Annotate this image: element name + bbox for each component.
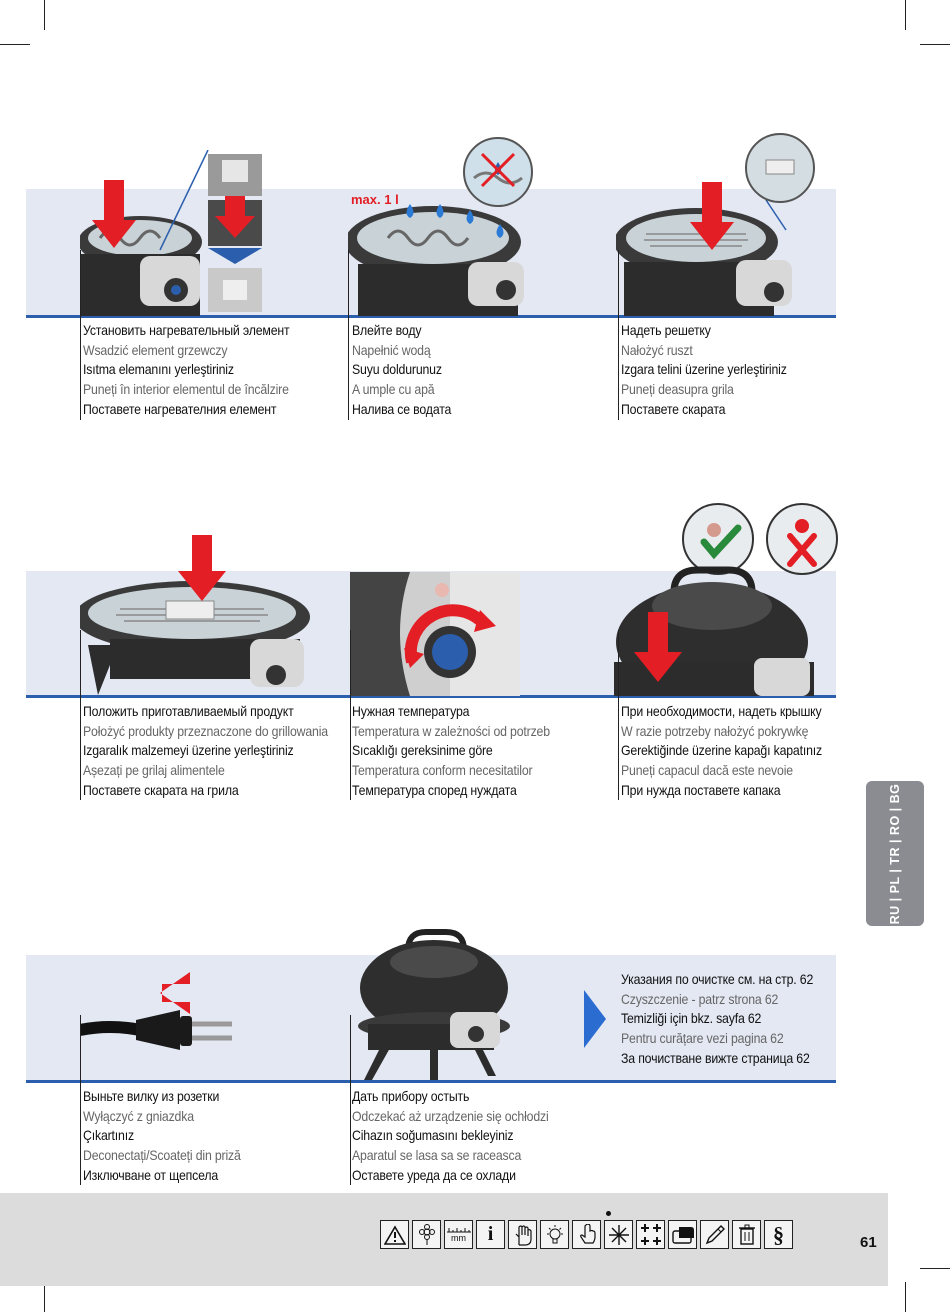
step-1-line-pl: Wsadzić element grzewczy (83, 341, 228, 358)
step-5-line-ru: Нужная температура (352, 703, 470, 719)
step-5-line-tr: Sıcaklığı gereksinime göre (352, 742, 493, 759)
step-9-line-pl: Czyszczenie - patrz strona 62 (621, 990, 779, 1007)
step-1-line-tr: Isıtma elemanını yerleştiriniz (83, 361, 234, 378)
fit-lid-illustration (614, 503, 838, 696)
step-2-line-bg: Налива се водата (352, 400, 452, 417)
info-text: i (487, 1223, 494, 1245)
step-4-line-ru: Положить приготавливаемый продукт (83, 703, 294, 719)
step-2-line-tr: Suyu doldurunuz (352, 361, 442, 378)
step-place-grill-rack: Надеть решетку Nałożyć ruszt Izgara teli… (621, 321, 891, 420)
fill-water-illustration (348, 137, 533, 316)
step-9-line-ro: Pentru curățare vezi pagina 62 (621, 1030, 784, 1047)
step-insert-heating-element: Установить нагревательный элемент Wsadzi… (83, 321, 353, 420)
step-6-line-tr: Gerektiğinde üzerine kapağı kapatınız (621, 742, 823, 759)
bin-icon (732, 1220, 761, 1249)
row-1-rule (26, 315, 836, 318)
step-6-line-ru: При необходимости, надеть крышку (621, 703, 822, 719)
place-grill-rack-illustration (616, 133, 815, 316)
footer-icon-strip: mm i § (380, 1220, 793, 1249)
step-3-line-bg: Поставете скарата (621, 400, 726, 417)
ruler-mm-icon: mm (444, 1220, 473, 1249)
step-6-line-pl: W razie potrzeby nałożyć pokrywkę (621, 722, 809, 739)
step-8-line-pl: Odczekać aż urządzenie się ochłodzi (352, 1107, 549, 1124)
step-8-line-bg: Оставете уреда да се охлади (352, 1166, 516, 1183)
step-3-line-tr: Izgara telini üzerine yerleştiriniz (621, 361, 787, 378)
step-6-line-bg: При нужда поставете капака (621, 781, 781, 798)
unplug-illustration (80, 972, 232, 1050)
finger-press-icon (572, 1220, 601, 1249)
cool-down-illustration (358, 929, 510, 1080)
language-side-tab-label: RU | PL | TR | RO | BG (888, 783, 902, 924)
step-1-line-ru: Установить нагревательный элемент (83, 322, 290, 338)
step-4-line-tr: Izgaralık malzemeyi üzerine yerleştirini… (83, 742, 294, 759)
paragraph-icon: § (764, 1220, 793, 1249)
step-5-line-bg: Температура според нуждата (352, 781, 517, 798)
step-3-line-pl: Nałożyć ruszt (621, 341, 693, 358)
lightbulb-icon (540, 1220, 569, 1249)
step-8-line-ro: Aparatul se lasa sa se raceasca (352, 1147, 522, 1164)
step-8-line-ru: Дать прибору остыть (352, 1088, 470, 1104)
insert-heating-element-illustration (80, 150, 262, 316)
step-cool-down: Дать прибору остыть Odczekać aż urządzen… (352, 1087, 622, 1186)
step-5-line-pl: Temperatura w zależności od potrzeb (352, 722, 550, 739)
ruler-mm-text: mm (451, 1232, 466, 1243)
set-temperature-illustration (350, 572, 520, 696)
step-2-line-ru: Влейте воду (352, 322, 422, 338)
flower-icon (412, 1220, 441, 1249)
pencil-icon (700, 1220, 729, 1249)
step-7-line-pl: Wyłączyć z gniazdka (83, 1107, 194, 1124)
step-2-line-pl: Napełnić wodą (352, 341, 431, 358)
max-water-label: max. 1 l (351, 192, 399, 207)
finger-dot (606, 1211, 611, 1216)
step-1-line-bg: Поставете нагревателния елемент (83, 400, 277, 417)
step-2-line-ro: A umple cu apă (352, 381, 435, 398)
step-9-line-ru: Указания по очистке см. на стр. 62 (621, 971, 814, 987)
hand-icon (508, 1220, 537, 1249)
step-9-line-bg: За почистване вижте страница 62 (621, 1049, 810, 1066)
warning-icon (380, 1220, 409, 1249)
step-fit-lid: При необходимости, надеть крышку W razie… (621, 702, 891, 801)
language-side-tab: RU | PL | TR | RO | BG (866, 781, 924, 926)
step-9-line-tr: Temizliği için bkz. sayfa 62 (621, 1010, 762, 1027)
pad-icon (668, 1220, 697, 1249)
step-unplug: Выньте вилку из розетки Wyłączyć z gniaz… (83, 1087, 353, 1186)
step-7-line-bg: Изключване от щепсела (83, 1166, 219, 1183)
paragraph-text: § (773, 1221, 784, 1247)
step-4-line-bg: Поставете скарата на грила (83, 781, 239, 798)
step-3-line-ru: Надеть решетку (621, 322, 711, 338)
star-burst-icon (604, 1220, 633, 1249)
step-4-line-pl: Położyć produkty przeznaczone do grillow… (83, 722, 328, 739)
step-place-food: Положить приготавливаемый продукт Położy… (83, 702, 353, 801)
place-food-illustration (80, 535, 310, 695)
step-6-line-ro: Puneți capacul dacă este nevoie (621, 762, 793, 779)
page-number: 61 (860, 1234, 877, 1251)
step-4-line-ro: Așezați pe grilaj alimentele (83, 762, 225, 779)
blue-arrow-icon (584, 990, 606, 1048)
step-cleaning-reference: Указания по очистке см. на стр. 62 Czysz… (621, 970, 891, 1069)
step-8-line-tr: Cihazın soğumasını bekleyiniz (352, 1127, 514, 1144)
row-2-rule (26, 695, 836, 698)
plus-grid-icon (636, 1220, 665, 1249)
step-3-line-ro: Puneți deasupra grila (621, 381, 734, 398)
step-fill-water: Влейте воду Napełnić wodą Suyu doldurunu… (352, 321, 622, 420)
step-7-line-ro: Deconectați/Scoateți din priză (83, 1147, 241, 1164)
step-5-line-ro: Temperatura conform necesitatilor (352, 762, 533, 779)
step-set-temperature: Нужная температура Temperatura w zależno… (352, 702, 622, 801)
info-icon: i (476, 1220, 505, 1249)
step-7-line-tr: Çıkartınız (83, 1127, 134, 1144)
step-7-line-ru: Выньте вилку из розетки (83, 1088, 220, 1104)
row-3-rule (26, 1080, 836, 1083)
step-1-line-ro: Puneți în interior elementul de încălzir… (83, 381, 289, 398)
